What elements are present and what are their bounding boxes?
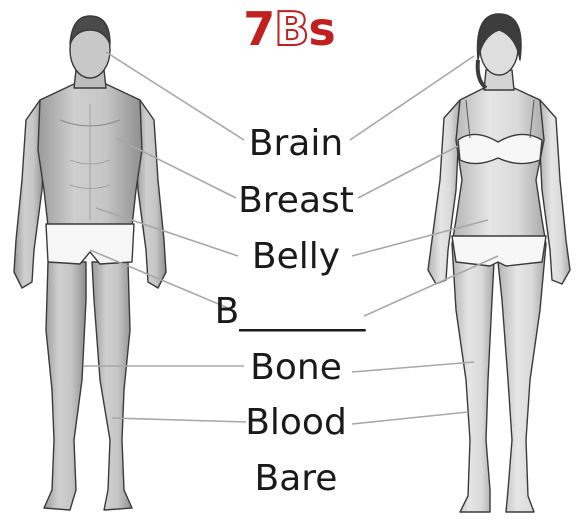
- title-7bs: 7Bs: [0, 2, 578, 56]
- label-bone: Bone: [0, 350, 578, 386]
- label-brain: Brain: [0, 126, 578, 162]
- label-b-blank: B_______: [0, 294, 578, 330]
- label-bare: Bare: [0, 461, 578, 497]
- female-torso: [452, 88, 546, 244]
- label-breast: Breast: [0, 183, 578, 219]
- title-prefix: 7: [243, 2, 274, 56]
- label-belly: Belly: [0, 239, 578, 275]
- title-outlined-letter: B: [274, 2, 308, 56]
- label-blood: Blood: [0, 405, 578, 441]
- title-suffix: s: [308, 2, 334, 56]
